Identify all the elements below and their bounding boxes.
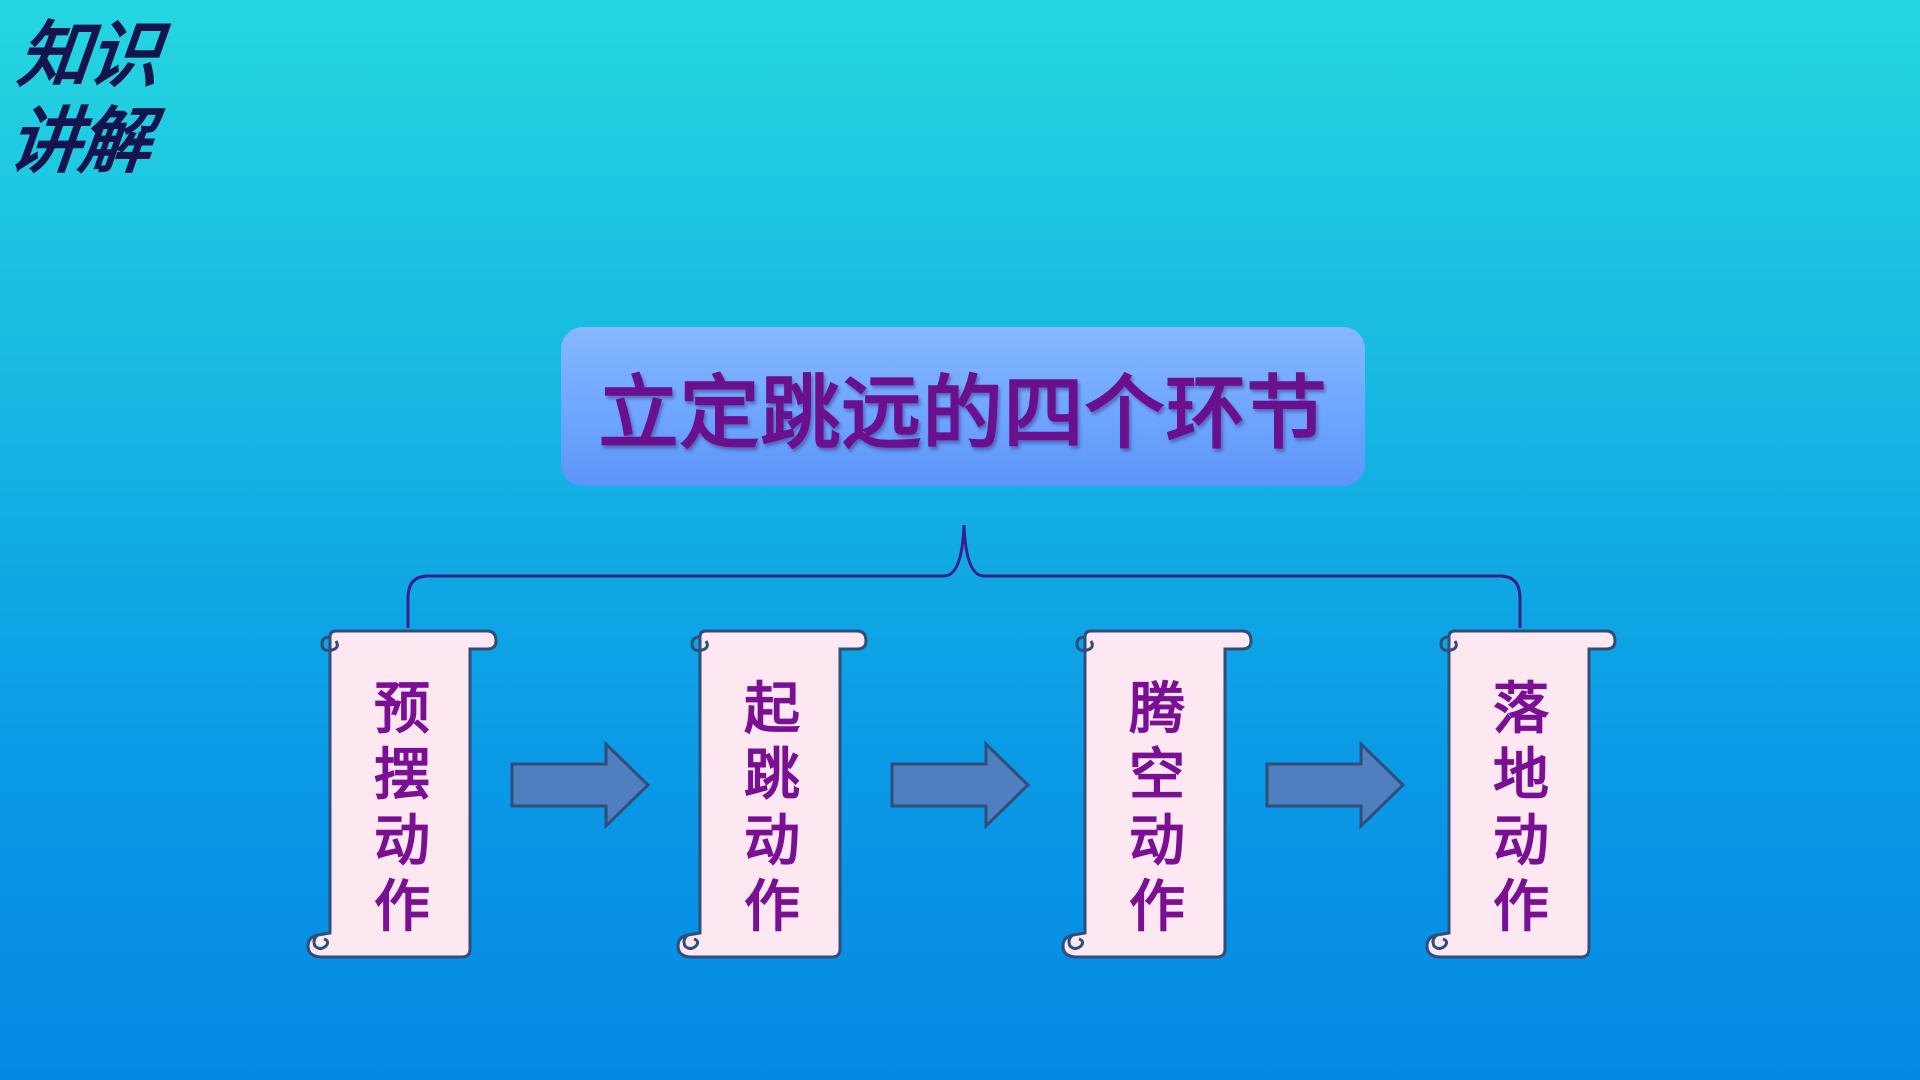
arrow-1 xyxy=(510,740,652,830)
step-char: 摆 xyxy=(374,743,430,808)
step-scroll-1: 预 摆 动 作 xyxy=(306,628,498,960)
step-char: 跳 xyxy=(744,743,800,808)
step-char: 动 xyxy=(374,809,430,874)
step-scroll-2: 起 跳 动 作 xyxy=(676,628,868,960)
step-scroll-3: 腾 空 动 作 xyxy=(1061,628,1253,960)
section-label-line2: 讲解 xyxy=(5,99,154,183)
step-char: 作 xyxy=(744,875,800,940)
step-label-2: 起 跳 动 作 xyxy=(708,664,836,954)
step-char: 落 xyxy=(1493,677,1549,742)
step-char: 腾 xyxy=(1129,677,1185,742)
step-label-1: 预 摆 动 作 xyxy=(338,664,466,954)
step-label-3: 腾 空 动 作 xyxy=(1093,664,1221,954)
step-char: 作 xyxy=(374,875,430,940)
scroll-shape xyxy=(306,629,498,959)
scroll-shape xyxy=(676,629,868,959)
scroll-shape xyxy=(1061,629,1253,959)
step-char: 起 xyxy=(744,677,800,742)
step-char: 作 xyxy=(1493,875,1549,940)
section-label: 知识 讲解 xyxy=(5,12,193,184)
step-char: 预 xyxy=(374,677,430,742)
title-box: 立定跳远的四个环节 xyxy=(561,327,1365,486)
step-scroll-4: 落 地 动 作 xyxy=(1425,628,1617,960)
scroll-shape xyxy=(1425,629,1617,959)
arrow-2 xyxy=(890,740,1032,830)
arrow-3 xyxy=(1265,740,1407,830)
step-label-4: 落 地 动 作 xyxy=(1457,664,1585,954)
step-char: 动 xyxy=(1129,809,1185,874)
step-char: 动 xyxy=(1493,809,1549,874)
step-char: 动 xyxy=(744,809,800,874)
diagram-title: 立定跳远的四个环节 xyxy=(598,366,1328,460)
step-char: 地 xyxy=(1493,743,1549,808)
step-char: 空 xyxy=(1129,743,1185,808)
section-label-line1: 知识 xyxy=(14,13,163,97)
step-char: 作 xyxy=(1129,875,1185,940)
